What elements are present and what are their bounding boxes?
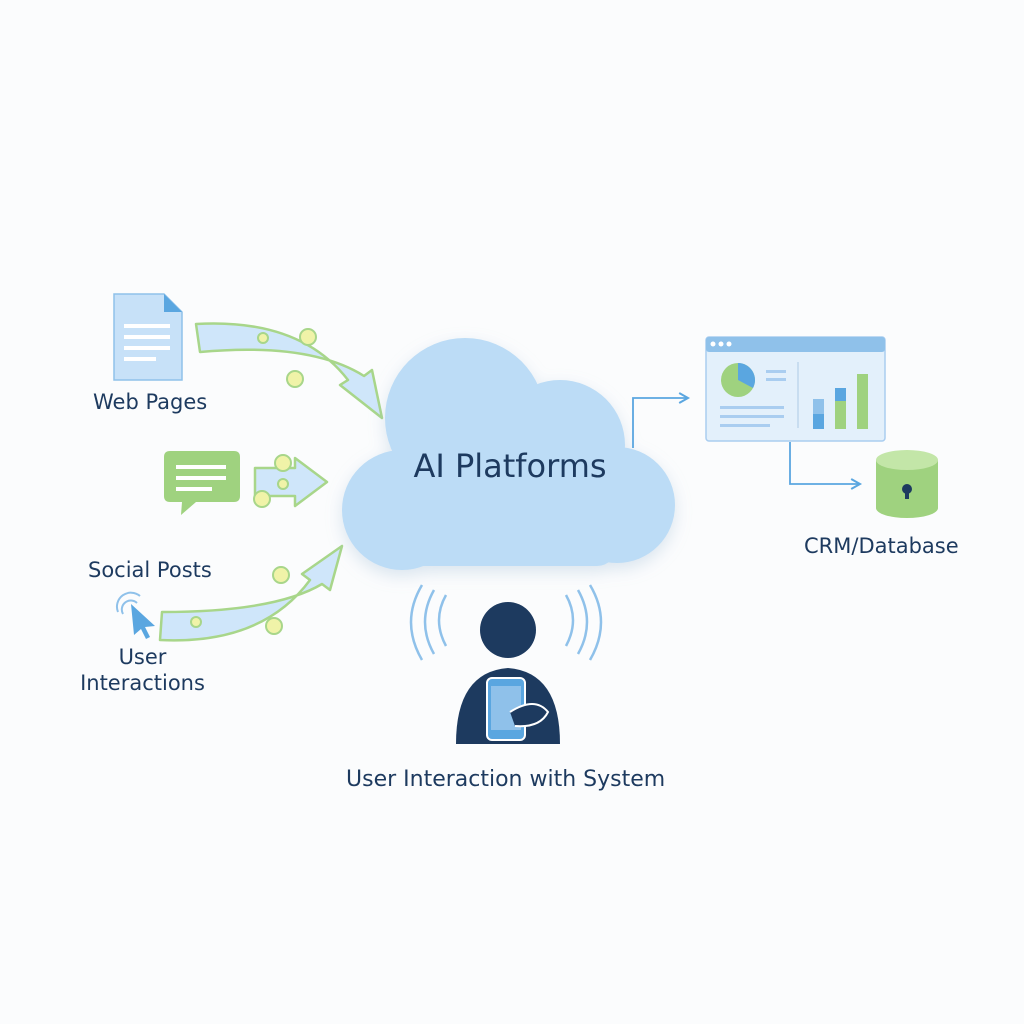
person-with-phone-icon [409,584,603,744]
chat-bubble-icon [164,451,240,515]
ai-platforms-label: AI Platforms [413,447,607,485]
connector-cloud-to-dashboard [632,392,691,448]
connector-dashboard-to-database [789,442,863,490]
dashboard-icon [705,336,886,442]
arrow-web-pages [194,322,384,420]
cloud-icon [342,338,675,570]
user-interaction-with-system-label: User Interaction with System [346,767,666,792]
arrow-user-interactions [158,544,344,642]
social-posts-label: Social Posts [88,558,212,582]
arrow-social-posts [253,454,329,508]
database-lock-icon [876,450,938,518]
cursor-click-icon [115,591,155,639]
user-interactions-label: User Interactions [80,645,205,696]
crm-database-label: CRM/Database [804,534,959,558]
document-icon [113,293,183,381]
web-pages-label: Web Pages [93,390,208,414]
